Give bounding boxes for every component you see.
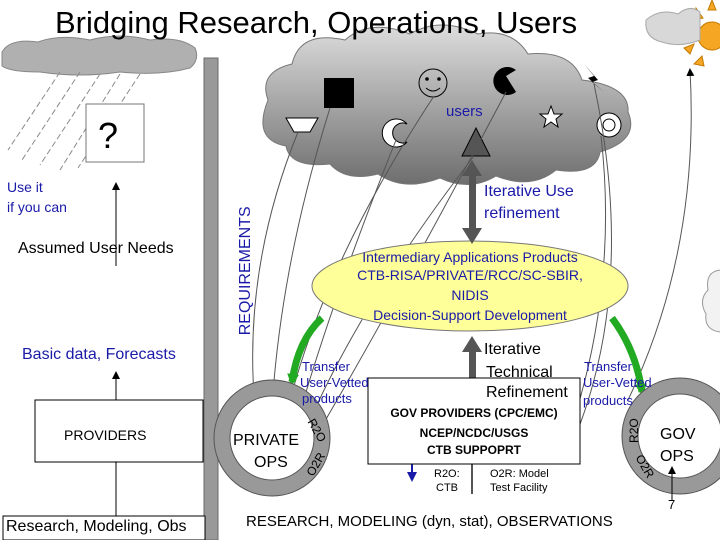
providers-label: PROVIDERS	[64, 427, 147, 443]
gov-providers-line2: NCEP/NCDC/USGS	[419, 426, 529, 440]
private-ops-line2: OPS	[254, 454, 288, 471]
gov-ops-r2o: R2O	[626, 418, 641, 443]
gov-o2r-line1: O2R: Model	[490, 468, 549, 480]
basic-data-forecasts: Basic data, Forecasts	[22, 346, 176, 363]
dark-cloud	[1, 35, 198, 76]
iterative-tech-line1: Iterative	[484, 341, 541, 358]
gov-providers-line1: GOV PROVIDERS (CPC/EMC)	[390, 406, 558, 420]
page-title: Bridging Research, Operations, Users	[55, 5, 578, 40]
question-box	[85, 103, 145, 163]
transfer-right-line1: Transfer	[584, 359, 632, 374]
gov-providers-line3: CTB SUPPOPRT	[426, 443, 521, 457]
intermediary-line1: Intermediary Applications Products	[362, 249, 578, 265]
gov-r2o-line2: CTB	[436, 482, 458, 494]
gov-providers-box	[367, 377, 581, 465]
bottom-bar-label: RESEARCH, MODELING (dyn, stat), OBSERVAT…	[246, 513, 613, 530]
transfer-right-arrow	[609, 315, 647, 396]
users-label: users	[446, 103, 483, 120]
intermediary-ellipse	[311, 240, 629, 332]
gray-pole	[203, 57, 219, 540]
iterative-tech-line3: Refinement	[486, 384, 568, 401]
assumed-user-needs: Assumed User Needs	[18, 240, 174, 257]
light-cloud	[645, 8, 701, 46]
private-ops-line1: PRIVATE	[233, 432, 300, 449]
lightning-user-icon	[584, 64, 604, 92]
transfer-left-line3: products	[302, 391, 352, 406]
square-user-icon	[324, 78, 354, 108]
research-label: Research, Modeling, Obs	[6, 518, 187, 535]
question-mark: ?	[98, 115, 119, 156]
triangle-user-icon	[461, 126, 491, 157]
use-it-line1: Use it	[7, 179, 43, 195]
gov-ops-line1: GOV	[660, 426, 696, 443]
gov-o2r-line2: Test Facility	[490, 482, 548, 494]
transfer-left-line1: Transfer	[302, 359, 350, 374]
intermediary-line2: CTB-RISA/PRIVATE/RCC/SC-SBIR,	[357, 267, 583, 283]
use-it-line2: if you can	[7, 199, 67, 215]
transfer-left-arrow	[287, 315, 325, 386]
iterative-use-line1: Iterative Use	[484, 183, 574, 200]
intermediary-line3: NIDIS	[451, 287, 489, 303]
iterative-tech-line2: Technical	[486, 364, 553, 381]
intermediary-line4: Decision-Support Development	[373, 307, 567, 323]
research-box	[2, 515, 206, 540]
gov-r2o-line1: R2O:	[434, 468, 460, 480]
transfer-left-line2: User-Vetted	[300, 375, 369, 390]
page-number: 7	[668, 497, 676, 512]
gov-ops-line2: OPS	[660, 448, 694, 465]
transfer-right-line3: products	[583, 393, 633, 408]
star-user-icon	[538, 104, 564, 129]
providers-box	[34, 399, 204, 463]
right-white-cloud	[702, 269, 720, 333]
requirements-label: REQUIREMENTS	[237, 206, 255, 336]
users-cloud	[262, 24, 632, 185]
trapezoid-user-icon	[285, 117, 319, 133]
transfer-right-line2: User-Vetted	[583, 375, 652, 390]
iterative-use-line2: refinement	[484, 205, 560, 222]
pacman-user-icon	[493, 67, 516, 95]
